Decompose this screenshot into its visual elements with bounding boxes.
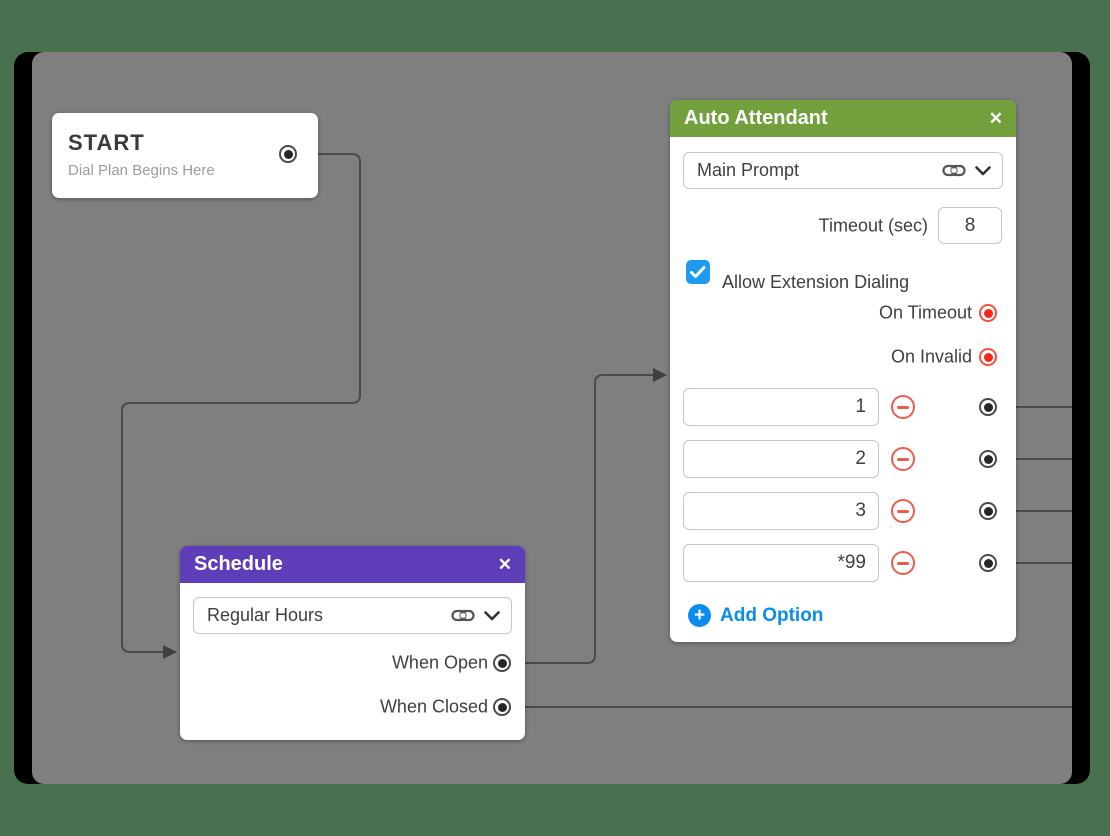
on-invalid-label: On Invalid (890, 346, 972, 367)
port-dot (497, 658, 507, 668)
remove-option-icon[interactable] (891, 499, 915, 523)
auto-attendant-node[interactable]: Auto Attendant ✕ Main Prompt Timeout (se… (670, 100, 1016, 642)
port-dot (983, 506, 993, 516)
when-closed-label: When Closed (379, 696, 488, 717)
option-2-output-port[interactable] (979, 450, 997, 468)
add-option-button[interactable]: + Add Option (688, 604, 823, 627)
allow-extension-checkbox[interactable] (686, 260, 710, 284)
auto-attendant-node-header[interactable]: Auto Attendant ✕ (670, 100, 1016, 137)
when-open-output-port[interactable] (493, 654, 511, 672)
close-icon[interactable]: ✕ (497, 555, 512, 574)
start-node[interactable]: START Dial Plan Begins Here (52, 113, 318, 198)
port-dot (983, 308, 993, 318)
port-dot (983, 402, 993, 412)
chevron-down-icon (484, 610, 500, 620)
start-node-title: START (68, 130, 145, 155)
link-icon (942, 164, 966, 177)
port-dot (283, 149, 293, 159)
on-timeout-label: On Timeout (878, 302, 972, 323)
schedule-dropdown-value: Regular Hours (207, 605, 324, 625)
port-dot (983, 352, 993, 362)
option-3-output-port[interactable] (979, 502, 997, 520)
chevron-down-icon (975, 165, 991, 175)
when-closed-output-port[interactable] (493, 698, 511, 716)
option-2-input[interactable] (683, 440, 879, 478)
checkmark-icon (690, 265, 706, 278)
add-option-label: Add Option (720, 604, 824, 626)
option-4-input[interactable] (683, 544, 879, 582)
schedule-node[interactable]: Schedule ✕ Regular Hours When Open When … (180, 546, 525, 740)
allow-extension-label: Allow Extension Dialing (722, 272, 910, 292)
prompt-dropdown-value: Main Prompt (697, 160, 800, 180)
option-1-input[interactable] (683, 388, 879, 426)
timeout-input[interactable] (938, 207, 1002, 244)
on-invalid-output-port[interactable] (979, 348, 997, 366)
schedule-dropdown[interactable]: Regular Hours (193, 597, 512, 634)
port-dot (983, 454, 993, 464)
auto-attendant-node-title: Auto Attendant (684, 107, 828, 129)
schedule-node-header[interactable]: Schedule ✕ (180, 546, 525, 583)
remove-option-icon[interactable] (891, 395, 915, 419)
prompt-dropdown[interactable]: Main Prompt (683, 152, 1003, 189)
when-open-label: When Open (391, 652, 488, 673)
remove-option-icon[interactable] (891, 447, 915, 471)
port-dot (497, 702, 507, 712)
start-node-subtitle: Dial Plan Begins Here (68, 162, 215, 179)
option-3-input[interactable] (683, 492, 879, 530)
on-timeout-output-port[interactable] (979, 304, 997, 322)
schedule-node-title: Schedule (194, 553, 283, 575)
option-4-output-port[interactable] (979, 554, 997, 572)
port-dot (983, 558, 993, 568)
close-icon[interactable]: ✕ (988, 109, 1003, 128)
timeout-label: Timeout (sec) (818, 215, 928, 236)
link-icon (451, 609, 475, 622)
start-output-port[interactable] (279, 145, 297, 163)
option-1-output-port[interactable] (979, 398, 997, 416)
remove-option-icon[interactable] (891, 551, 915, 575)
plus-icon: + (688, 604, 711, 627)
